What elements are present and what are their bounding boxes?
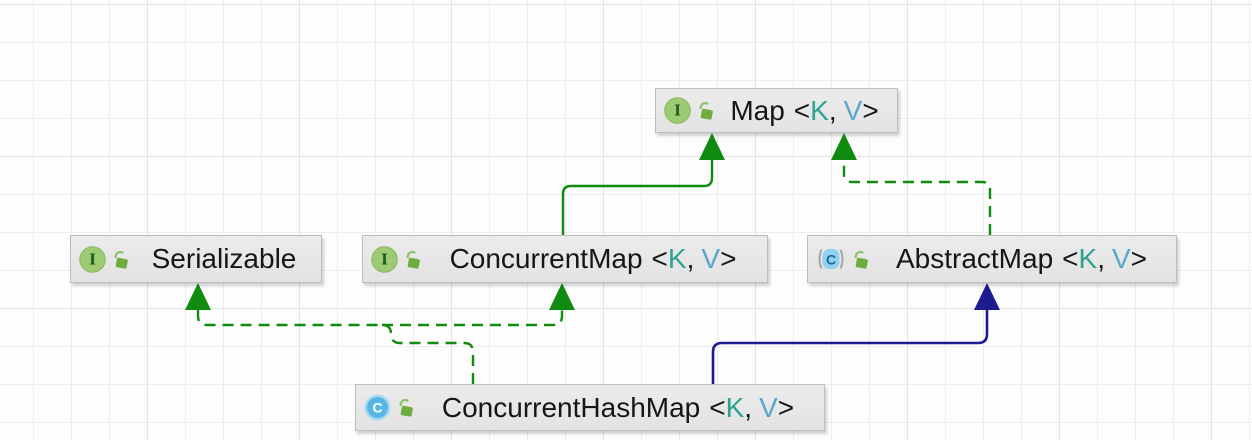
implements-arrowhead — [831, 133, 857, 160]
svg-text:I: I — [674, 103, 681, 120]
generic-comma: , — [744, 391, 753, 423]
edge-line — [561, 159, 714, 235]
diagram-node-serializable[interactable]: I Serializable — [70, 235, 322, 283]
generic-comma: , — [686, 243, 695, 274]
generic-open-bracket: < — [651, 243, 668, 274]
edge-concurrenthashmap-extends-abstractmap[interactable] — [711, 283, 1000, 384]
type-param-v: V — [1111, 243, 1131, 274]
edge-concurrentmap-extends-map[interactable] — [561, 133, 725, 235]
edge-concurrenthashmap-implements-serializable[interactable] — [185, 283, 475, 384]
extends-arrowhead — [974, 283, 1000, 310]
type-param-k: K — [725, 391, 745, 423]
lock-open-icon — [402, 248, 425, 271]
edge-line — [382, 310, 564, 327]
class-name-text: Map — [730, 94, 785, 126]
implements-arrowhead — [185, 283, 211, 310]
svg-text:I: I — [381, 251, 388, 268]
edge-line — [711, 310, 989, 384]
generic-close-bracket: > — [720, 243, 737, 274]
svg-text:C: C — [826, 252, 836, 268]
interface-icon: I — [664, 97, 691, 124]
abstract-class-icon: C — [816, 246, 846, 272]
class-name-text: Serializable — [151, 243, 297, 274]
node-label: ConcurrentHashMap<K,V> — [418, 392, 818, 424]
edge-line — [842, 160, 992, 235]
diagram-node-abstractmap[interactable]: C AbstractMap <K,V> — [807, 235, 1177, 283]
lock-open-icon — [395, 396, 418, 419]
svg-text:C: C — [372, 400, 382, 416]
generic-comma: , — [828, 94, 837, 126]
type-param-k: K — [667, 243, 687, 274]
lock-open-icon — [695, 99, 718, 122]
generic-close-bracket: > — [862, 94, 879, 126]
node-label: AbstractMap <K,V> — [873, 243, 1170, 275]
class-name-text: ConcurrentHashMap — [441, 391, 701, 423]
node-label: Serializable — [133, 243, 315, 275]
class-name-text: ConcurrentMap — [449, 243, 643, 274]
generic-open-bracket: < — [1062, 243, 1079, 274]
node-label: ConcurrentMap <K,V> — [425, 243, 761, 275]
implements-arrowhead — [549, 283, 575, 310]
class-icon: C — [364, 394, 391, 421]
edge-line — [196, 310, 475, 384]
diagram-node-concurrenthashmap[interactable]: C ConcurrentHashMap<K,V> — [355, 384, 825, 431]
node-label: Map<K,V> — [718, 95, 891, 127]
class-name-text: AbstractMap — [895, 243, 1054, 274]
type-param-k: K — [810, 94, 829, 126]
interface-icon: I — [371, 245, 398, 273]
type-param-k: K — [1078, 243, 1098, 274]
lock-open-icon — [850, 248, 873, 271]
diagram-node-concurrentmap[interactable]: I ConcurrentMap <K,V> — [362, 235, 768, 283]
type-param-v: V — [701, 243, 721, 274]
type-param-v: V — [843, 94, 863, 126]
generic-close-bracket: > — [777, 391, 795, 423]
svg-text:I: I — [89, 251, 96, 268]
generic-open-bracket: < — [709, 391, 726, 423]
generic-open-bracket: < — [793, 94, 811, 126]
interface-icon: I — [79, 245, 106, 273]
type-param-v: V — [759, 391, 778, 423]
edge-abstractmap-implements-map[interactable] — [831, 133, 992, 235]
diagram-node-map[interactable]: I Map<K,V> — [655, 88, 898, 133]
edge-concurrenthashmap-implements-concurrentmap[interactable] — [382, 283, 575, 327]
generic-comma: , — [1097, 243, 1105, 274]
generic-close-bracket: > — [1130, 243, 1148, 274]
extends-arrowhead — [699, 133, 725, 160]
lock-open-icon — [110, 248, 133, 271]
